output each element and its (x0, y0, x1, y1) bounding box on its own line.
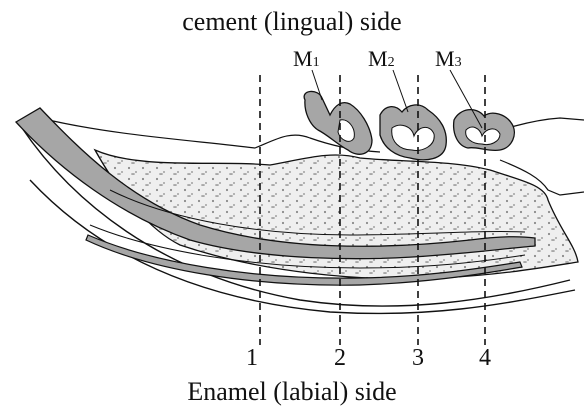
molar-m3 (454, 110, 515, 151)
molar-label-m1: M1 (293, 46, 320, 71)
molar-label-m3: M3 (435, 46, 462, 71)
section-number-4: 4 (479, 345, 491, 371)
top-side-label: cement (lingual) side (182, 7, 401, 36)
section-number-1: 1 (246, 345, 258, 371)
section-number-3: 3 (412, 345, 424, 371)
m2-leader (393, 70, 408, 112)
molar-m2 (380, 105, 446, 160)
bottom-side-label: Enamel (labial) side (187, 377, 396, 406)
molar-m1 (304, 91, 372, 154)
section-number-2: 2 (334, 345, 346, 371)
molar-label-m2: M2 (368, 46, 395, 71)
